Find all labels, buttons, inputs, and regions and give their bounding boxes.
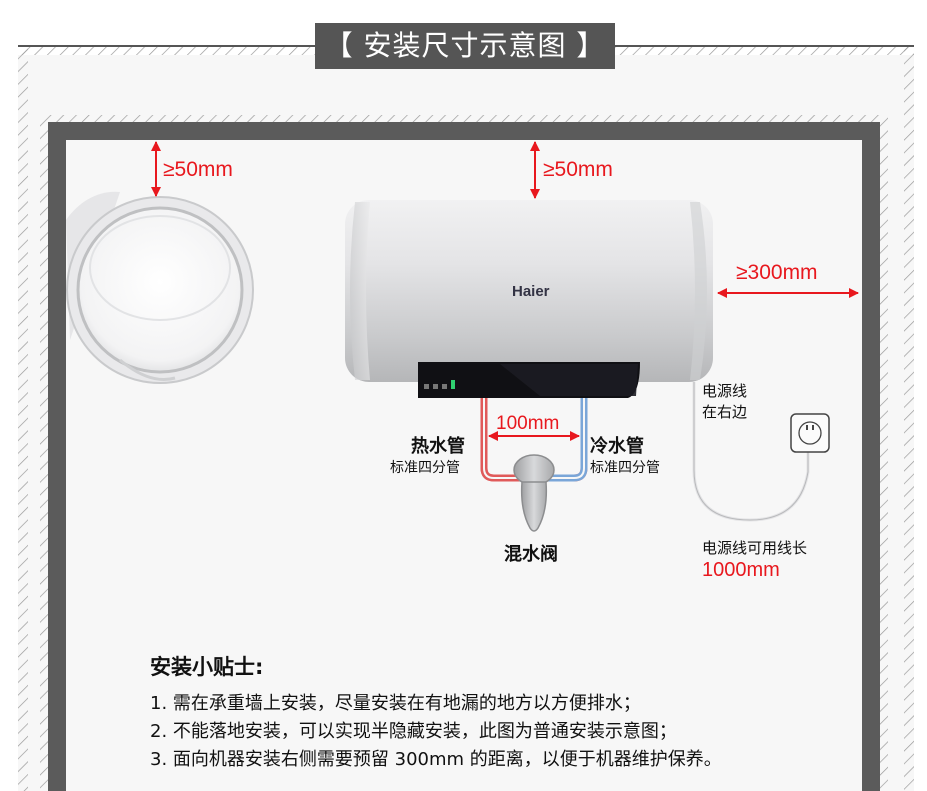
mixing-valve-icon [513,454,555,532]
tip-item: 3. 面向机器安装右侧需要预留 300mm 的距离，以便于机器维护保养。 [150,749,722,770]
washing-machine-icon [66,191,254,384]
power-side-line1: 电源线 [702,382,748,400]
pipe-gap-label: 100mm [496,413,560,434]
brand-logo: Haier [512,283,550,300]
cold-pipe-label: 冷水管 [590,436,644,457]
power-length-label: 电源线可用线长 [702,539,808,557]
power-side-line2: 在右边 [702,403,748,421]
left-clearance-label: ≥50mm [163,158,233,181]
tips-heading: 安装小贴士: [150,655,264,679]
power-length-value: 1000mm [702,559,780,581]
tip-item: 1. 需在承重墙上安装，尽量安装在有地漏的地方以方便排水； [150,693,641,714]
hot-pipe-spec: 标准四分管 [390,460,460,476]
page-title: 【 安装尺寸示意图 】 [315,23,615,69]
valve-label: 混水阀 [504,544,558,565]
right-clearance-label: ≥300mm [736,261,818,284]
tip-item: 2. 不能落地安装，可以实现半隐藏安装，此图为普通安装示意图； [150,721,677,742]
power-socket-icon [790,413,830,453]
cold-pipe-spec: 标准四分管 [590,460,660,476]
water-heater-icon [345,200,713,398]
hot-pipe-label: 热水管 [411,436,465,457]
top-clearance-label: ≥50mm [543,158,613,181]
